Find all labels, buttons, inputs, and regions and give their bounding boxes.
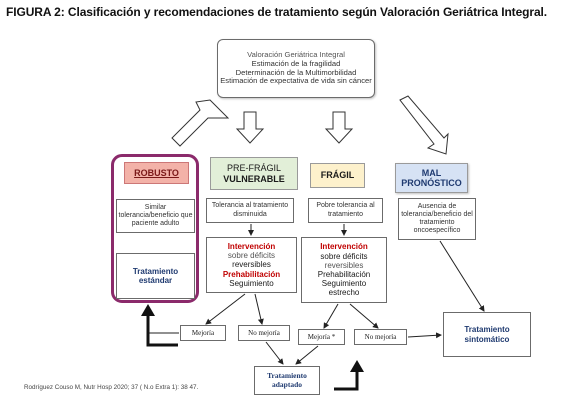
plan-line: reversibles: [324, 260, 364, 270]
tratamiento-estandar-box: Tratamiento estándar: [116, 253, 195, 299]
pre-fragil-to-mejoria: [205, 293, 246, 325]
plan-line: Prehabilitación: [317, 270, 371, 279]
no-mejoria-to-adaptado: [265, 341, 284, 365]
mejoria-box-1: Mejoría: [180, 325, 226, 341]
tratamiento-adaptado-box: Tratamiento adaptado: [254, 366, 320, 395]
plan-line: Intervención: [320, 242, 368, 252]
mejoria-box-2: Mejoría *: [298, 329, 345, 345]
desc-line: Pobre tolerancia al: [316, 202, 375, 210]
return-to-robusto-arrowhead: [141, 304, 155, 316]
mal-pronostico-description: Ausencia de tolerancia/beneficio del tra…: [398, 198, 476, 240]
arrow-to-robusto: [171, 99, 230, 147]
desc-line: tolerancia/beneficio que: [118, 211, 193, 219]
plan-line: Seguimiento: [321, 279, 367, 289]
tratamiento-sintomatico-box: Tratamiento sintomático: [443, 312, 531, 357]
assessment-box: Valoración Geriátrica Integral Estimació…: [217, 39, 375, 98]
fragil-header: FRÁGIL: [310, 163, 365, 188]
treatment-line: sintomático: [464, 334, 510, 344]
pre-fragil-header: PRE-FRÁGIL VULNERABLE: [210, 157, 298, 190]
header-line: PRE-FRÁGIL: [226, 163, 281, 174]
mal-pronostico-header: MAL PRONÓSTICO: [395, 163, 468, 193]
robusto-header: ROBUSTO: [124, 162, 189, 184]
plan-line: sobre déficits: [227, 251, 276, 261]
fragil-plan-box: Intervención sobre déficits reversibles …: [301, 237, 387, 303]
header-line: VULNERABLE: [223, 173, 285, 184]
treatment-line: estándar: [138, 276, 173, 285]
citation: Rodríguez Couso M, Nutr Hosp 2020; 37 ( …: [24, 384, 199, 391]
return-to-robusto-arrow: [146, 314, 178, 347]
pre-fragil-to-no-mejoria: [254, 293, 264, 325]
treatment-line: adaptado: [271, 379, 302, 389]
treatment-line: Tratamiento: [464, 325, 510, 335]
plan-line: Prehabilitación: [222, 269, 281, 279]
pre-fragil-description: Tolerancia al tratamiento disminuida: [206, 198, 294, 223]
assessment-line: Determinación de la Multimorbilidad: [235, 67, 357, 77]
treatment-line: Tratamiento: [132, 266, 179, 276]
arrow-to-fragil: [324, 111, 354, 144]
arrow-to-pre-fragil: [235, 111, 265, 144]
mal-to-sintomatico: [439, 240, 485, 312]
desc-line: tratamiento: [327, 210, 364, 218]
robusto-description: Similar tolerancia/beneficio que pacient…: [116, 199, 195, 233]
no-mejoria-box-1: No mejoría: [238, 325, 290, 341]
arrow-to-mal-pronostico: [399, 95, 449, 155]
desc-line: oncoespecífico: [413, 227, 461, 235]
assessment-line: Estimación de expectativa de vida sin cá…: [220, 76, 372, 86]
desc-line: tolerancia/beneficio del: [401, 210, 473, 218]
desc-line: disminuida: [233, 210, 267, 218]
fragil-description: Pobre tolerancia al tratamiento: [308, 198, 383, 223]
desc-line: Tolerancia al tratamiento: [211, 202, 289, 210]
plan-line: estrecho: [328, 288, 360, 298]
plan-line: Seguimiento: [229, 278, 274, 288]
header-line: MAL: [421, 167, 442, 178]
adaptado-return-arrow: [334, 370, 359, 391]
adaptado-return-arrowhead: [350, 360, 364, 372]
plan-line: reversibles: [232, 260, 271, 270]
desc-line: Ausencia de: [417, 202, 457, 210]
mejoria2-to-adaptado: [295, 345, 319, 365]
assessment-line: Valoración Geriátrica Integral: [247, 50, 345, 60]
desc-line: tratamiento: [419, 219, 455, 226]
header-line: PRONÓSTICO: [401, 178, 462, 188]
pre-fragil-plan-box: Intervención sobre déficits reversibles …: [206, 237, 297, 293]
assessment-line: Estimación de la fragilidad: [251, 58, 341, 68]
treatment-line: Tratamiento: [267, 370, 307, 380]
fragil-to-mejoria: [323, 303, 339, 329]
plan-line: sobre déficits: [320, 251, 368, 261]
no-mejoria-box-2: No mejoría: [354, 329, 407, 345]
fragil-to-no-mejoria: [349, 303, 379, 329]
plan-line: Intervención: [227, 242, 276, 252]
desc-line: Similar: [144, 203, 167, 211]
figure-title: FIGURA 2: Clasificación y recomendacione…: [6, 5, 547, 19]
no-mejoria-to-sintomatico: [407, 332, 442, 339]
desc-line: paciente adulto: [131, 220, 180, 228]
